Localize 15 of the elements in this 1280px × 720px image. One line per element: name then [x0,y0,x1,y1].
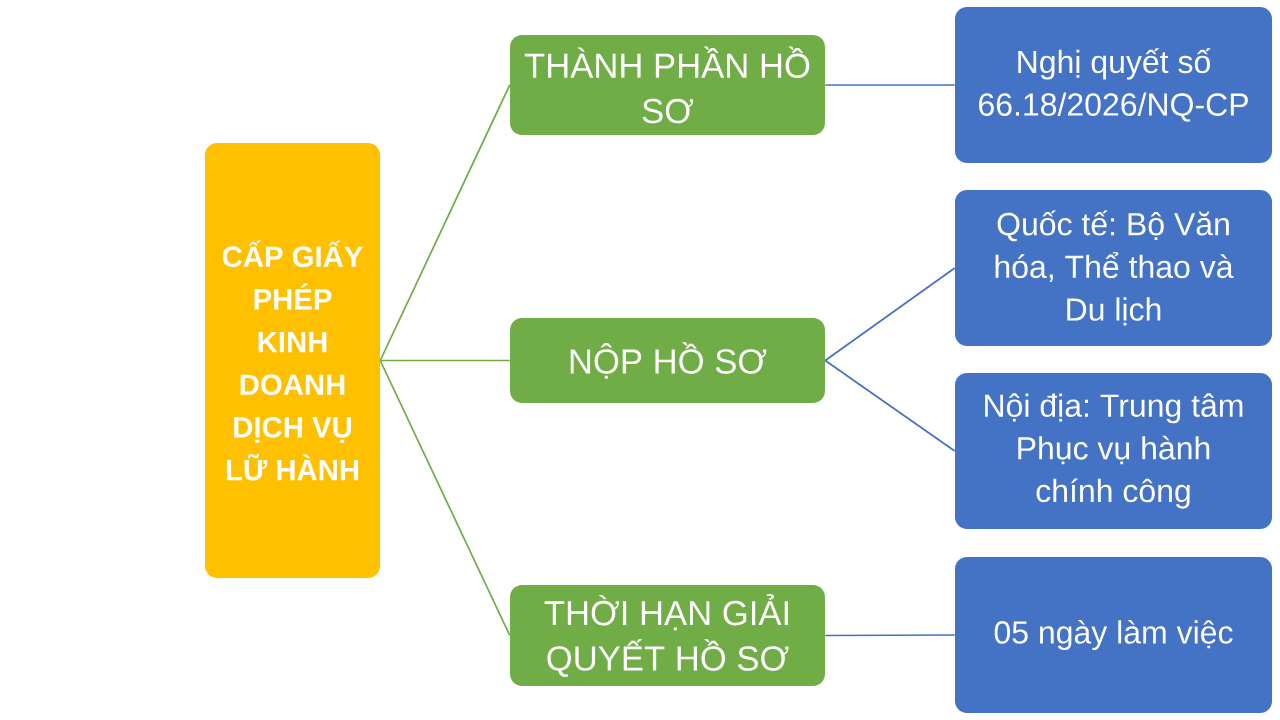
connector-line [824,267,956,362]
info-box: Quốc tế: Bộ Văn hóa, Thể thao và Du lịch [955,190,1273,346]
step-box: NỘP HỒ SƠ [510,317,825,404]
connector-line [824,634,956,637]
info-box: Nghị quyết số 66.18/2026/NQ-CP [955,7,1273,163]
info-box: 05 ngày làm việc [955,557,1273,713]
connector-line [379,359,511,362]
connector-line [824,84,956,86]
connector-line [824,359,956,452]
step-box: THỜI HẠN GIẢI QUYẾT HỒ SƠ [510,584,825,687]
connector-line [379,84,511,362]
info-box: Nội địa: Trung tâm Phục vụ hành chính công [955,373,1273,529]
connector-line [379,359,511,637]
step-box: THÀNH PHẦN HỒ SƠ [510,35,825,135]
main-box: CẤP GIẤY PHÉP KINH DOANH DỊCH VỤ LỮ HÀNH [205,143,380,578]
